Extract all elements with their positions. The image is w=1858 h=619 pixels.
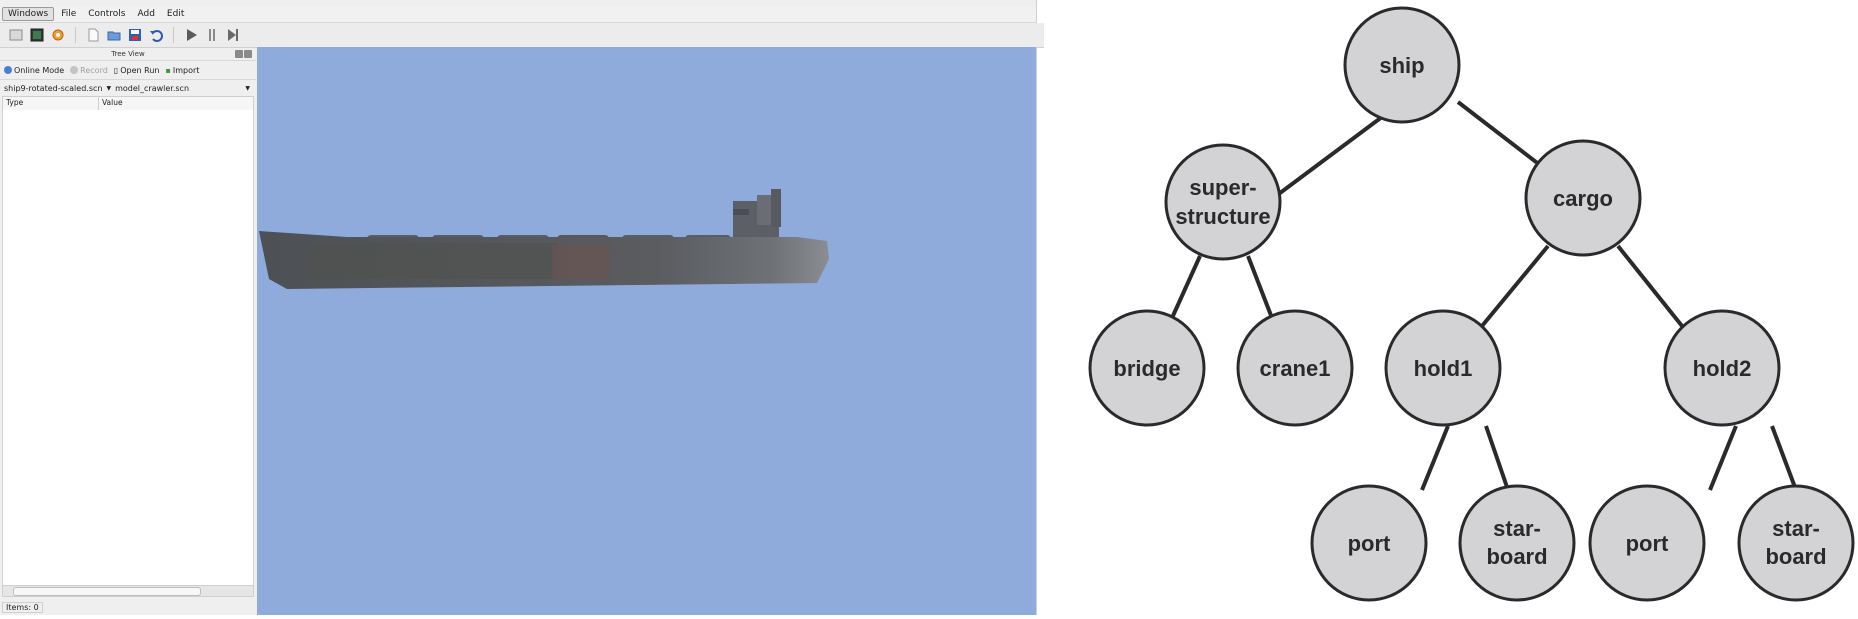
hierarchy-tree-svg: ship super- structure cargo bridge crane… (1088, 6, 1855, 602)
chevron-down-icon[interactable]: ▼ (106, 84, 112, 92)
close-panel-icon[interactable] (244, 50, 252, 58)
tree-table-header: Type Value (2, 96, 254, 111)
edge-hold2-port (1708, 425, 1738, 491)
settings-icon[interactable] (50, 27, 66, 43)
open-run-label: Open Run (120, 65, 160, 75)
label-superstructure-line2: structure (1175, 204, 1270, 229)
menu-file[interactable]: File (61, 9, 77, 19)
label-crane1: crane1 (1260, 356, 1331, 381)
pause-icon[interactable] (204, 27, 220, 43)
toolbar-separator (75, 27, 76, 43)
open-run-button[interactable]: ▯ Open Run (114, 66, 160, 75)
tree-table-body[interactable] (2, 110, 254, 588)
node-cargo (1524, 139, 1642, 257)
label-hold1: hold1 (1414, 356, 1473, 381)
online-mode-label: Online Mode (14, 65, 65, 75)
funnel (757, 195, 771, 225)
hull-detail (552, 245, 610, 279)
label-hold1-starboard-line1: star- (1493, 516, 1541, 541)
import-icon: ▪ (165, 65, 171, 75)
node-hold1-starboard (1458, 484, 1576, 602)
tree-view-title: Tree View (111, 50, 145, 58)
edge-cargo-hold1 (1480, 244, 1550, 328)
column-value[interactable]: Value (102, 98, 123, 107)
step-icon[interactable] (225, 27, 241, 43)
node-crane1 (1236, 309, 1354, 427)
record-button[interactable]: Record (70, 66, 108, 75)
new-file-icon[interactable] (85, 27, 101, 43)
online-mode-button[interactable]: Online Mode (4, 66, 64, 75)
node-bridge (1088, 309, 1206, 427)
edge-hold1-port (1420, 425, 1450, 491)
edge-superstructure-bridge (1170, 255, 1202, 319)
label-superstructure-line1: super- (1189, 175, 1256, 200)
import-button[interactable]: ▪ Import (165, 66, 199, 75)
simulation-app-window: Windows File Controls Add Edit (0, 0, 1044, 615)
label-hold2-starboard-line2: board (1765, 544, 1826, 569)
edge-superstructure-crane1 (1246, 255, 1274, 319)
open-folder-icon[interactable] (106, 27, 122, 43)
status-bar: Items: 0 (2, 602, 43, 613)
ship-model (259, 189, 829, 289)
scene-file-select[interactable]: ship9-rotated-scaled.scn (4, 83, 103, 93)
scrollbar-thumb[interactable] (13, 587, 201, 596)
label-hold1-port: port (1348, 531, 1391, 556)
label-hold2-port: port (1626, 531, 1669, 556)
record-icon (70, 66, 79, 74)
toolbar (0, 23, 1044, 48)
model-file-select[interactable]: model_crawler.scn (115, 83, 190, 93)
node-hold2-port (1588, 484, 1706, 602)
menu-add[interactable]: Add (137, 9, 155, 19)
node-hold1-port (1310, 484, 1428, 602)
funnel (771, 189, 781, 227)
float-panel-icon[interactable] (235, 50, 243, 58)
file-selector-row: ship9-rotated-scaled.scn ▼ model_crawler… (0, 79, 256, 96)
globe-icon (4, 66, 12, 74)
tree-view-title-bar: Tree View (0, 48, 256, 61)
record-label: Record (80, 65, 108, 75)
tree-view-toolbar: Online Mode Record ▯ Open Run ▪ Import (0, 61, 256, 79)
label-hold2-starboard-line1: star- (1772, 516, 1820, 541)
undo-icon[interactable] (148, 27, 164, 43)
play-icon[interactable] (183, 27, 199, 43)
node-hold2-starboard (1737, 484, 1855, 602)
label-bridge: bridge (1113, 356, 1180, 381)
menu-edit[interactable]: Edit (166, 9, 185, 19)
save-icon[interactable] (127, 27, 143, 43)
node-hold1 (1384, 309, 1502, 427)
ship-hierarchy-diagram: ship super- structure cargo bridge crane… (1050, 0, 1858, 615)
horizontal-scrollbar[interactable] (2, 585, 254, 597)
hull-detail (307, 243, 557, 279)
node-hold2 (1663, 309, 1781, 427)
edge-cargo-hold2 (1616, 244, 1684, 328)
3d-viewport[interactable] (257, 47, 1036, 615)
column-type[interactable]: Type (3, 97, 99, 110)
toolbar-separator (173, 27, 174, 43)
label-ship: ship (1379, 53, 1424, 78)
tree-view-panel: Tree View Online Mode Record ▯ Open Run … (0, 48, 256, 615)
node-ship (1343, 6, 1461, 124)
label-hold1-starboard-line2: board (1486, 544, 1547, 569)
menu-windows[interactable]: Windows (2, 7, 55, 21)
tree-edges (1170, 100, 1798, 491)
edge-hold2-starboard (1770, 425, 1798, 491)
node-superstructure (1164, 143, 1282, 261)
label-hold2: hold2 (1693, 356, 1752, 381)
import-label: Import (172, 65, 200, 75)
window-icon[interactable] (8, 27, 24, 43)
terminal-icon[interactable] (29, 27, 45, 43)
label-cargo: cargo (1553, 186, 1613, 211)
edge-hold1-starboard (1484, 425, 1510, 491)
bridge-window (733, 209, 749, 215)
chevron-down-icon[interactable]: ▼ (245, 84, 250, 92)
menu-bar: Windows File Controls Add Edit (0, 6, 1036, 23)
menu-controls[interactable]: Controls (88, 9, 126, 19)
folder-icon: ▯ (113, 65, 119, 75)
